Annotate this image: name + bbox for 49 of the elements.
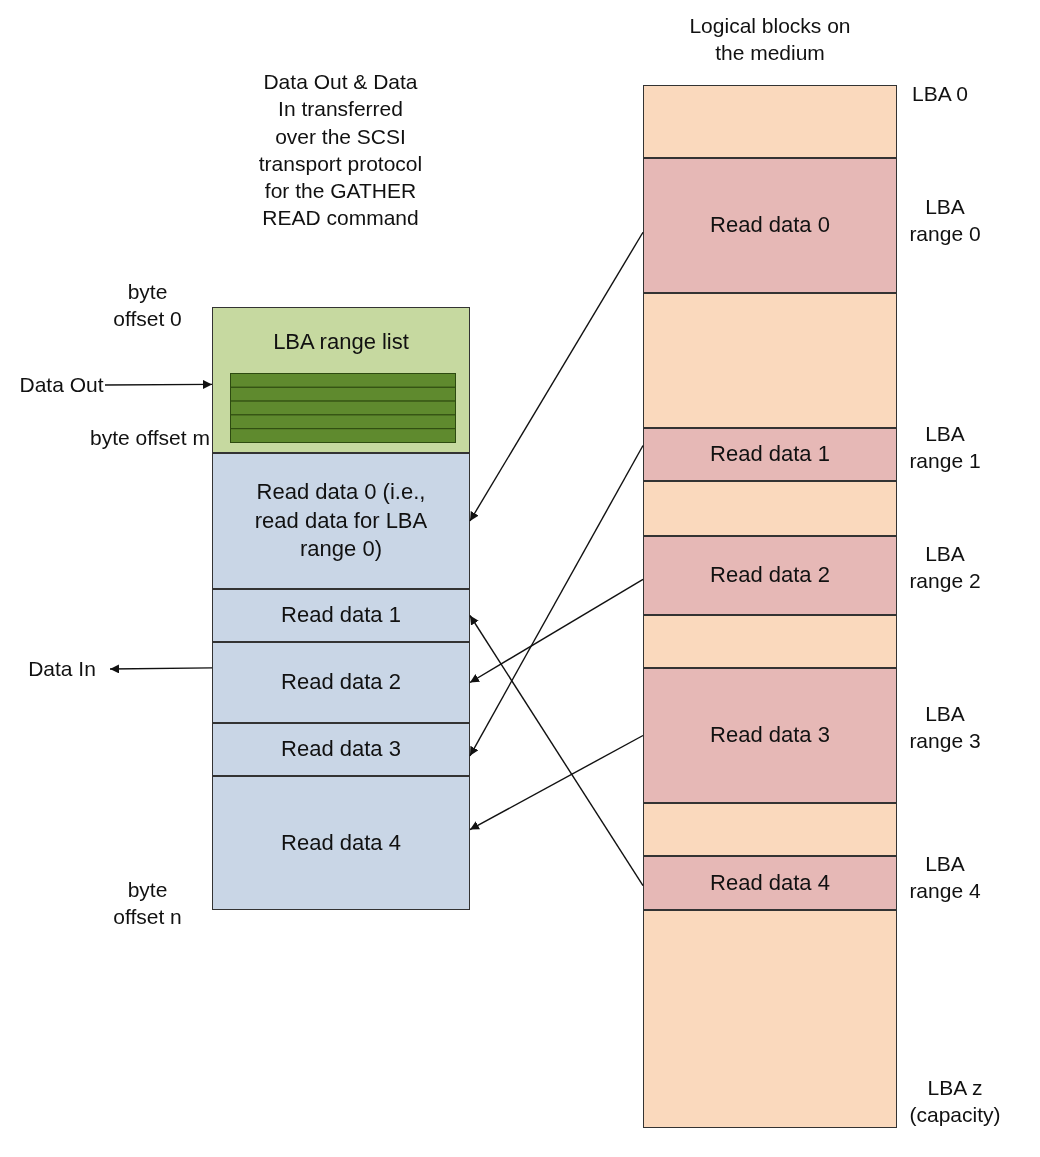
- address-label: LBA range 1: [908, 421, 982, 475]
- read-data-block: [643, 158, 897, 293]
- address-label: LBA range 4: [908, 851, 982, 905]
- block-label: Read data 4: [710, 868, 830, 897]
- read-data-block: [643, 668, 897, 803]
- logical-block-area: [643, 910, 897, 1128]
- address-label: LBA z (capacity): [908, 1075, 1002, 1129]
- arrow: [469, 231, 644, 522]
- logical-block-area: [643, 615, 897, 668]
- address-label: byte offset n: [112, 877, 183, 931]
- data-block: [212, 642, 470, 723]
- arrow: [469, 734, 644, 831]
- read-data-block: [643, 856, 897, 910]
- address-label: LBA 0: [910, 81, 970, 107]
- data-block: [212, 776, 470, 910]
- block-label: Read data 0 (i.e., read data for LBA range 0): [253, 478, 429, 564]
- arrow: [469, 614, 644, 887]
- arrow: [109, 664, 213, 674]
- read-data-block: [643, 536, 897, 615]
- data-block: [212, 453, 470, 589]
- read-data-block: [643, 428, 897, 481]
- address-label: byte offset m: [90, 425, 210, 451]
- logical-block-area: [643, 481, 897, 536]
- address-label: LBA range 3: [908, 701, 982, 755]
- block-label: LBA range list: [273, 328, 409, 356]
- io-label: Data In: [14, 652, 110, 686]
- block-label: Read data 0: [710, 211, 830, 240]
- block-label: Read data 2: [710, 561, 830, 590]
- logical-block-area: [643, 293, 897, 428]
- address-label: LBA range 2: [908, 541, 982, 595]
- block-label: Read data 1: [710, 440, 830, 469]
- address-label: byte offset 0: [112, 279, 183, 333]
- arrow: [104, 379, 213, 389]
- block-label: Read data 4: [281, 828, 401, 857]
- list-box: [212, 307, 470, 453]
- column-heading: Logical blocks on the medium: [688, 13, 852, 67]
- data-block: [212, 589, 470, 642]
- io-label: Data Out: [18, 368, 105, 402]
- arrow: [469, 578, 644, 684]
- data-block: [212, 723, 470, 776]
- arrow: [469, 444, 644, 757]
- address-label: LBA range 0: [908, 194, 982, 248]
- logical-block-area: [643, 803, 897, 856]
- block-label: Read data 1: [281, 601, 401, 630]
- block-label: Read data 3: [710, 721, 830, 750]
- column-heading: Data Out & Data In transferred over the SCSI transport protocol for the GATHER READ command: [258, 69, 423, 232]
- block-label: Read data 2: [281, 668, 401, 697]
- block-label: Read data 3: [281, 735, 401, 764]
- logical-block-area: [643, 85, 897, 158]
